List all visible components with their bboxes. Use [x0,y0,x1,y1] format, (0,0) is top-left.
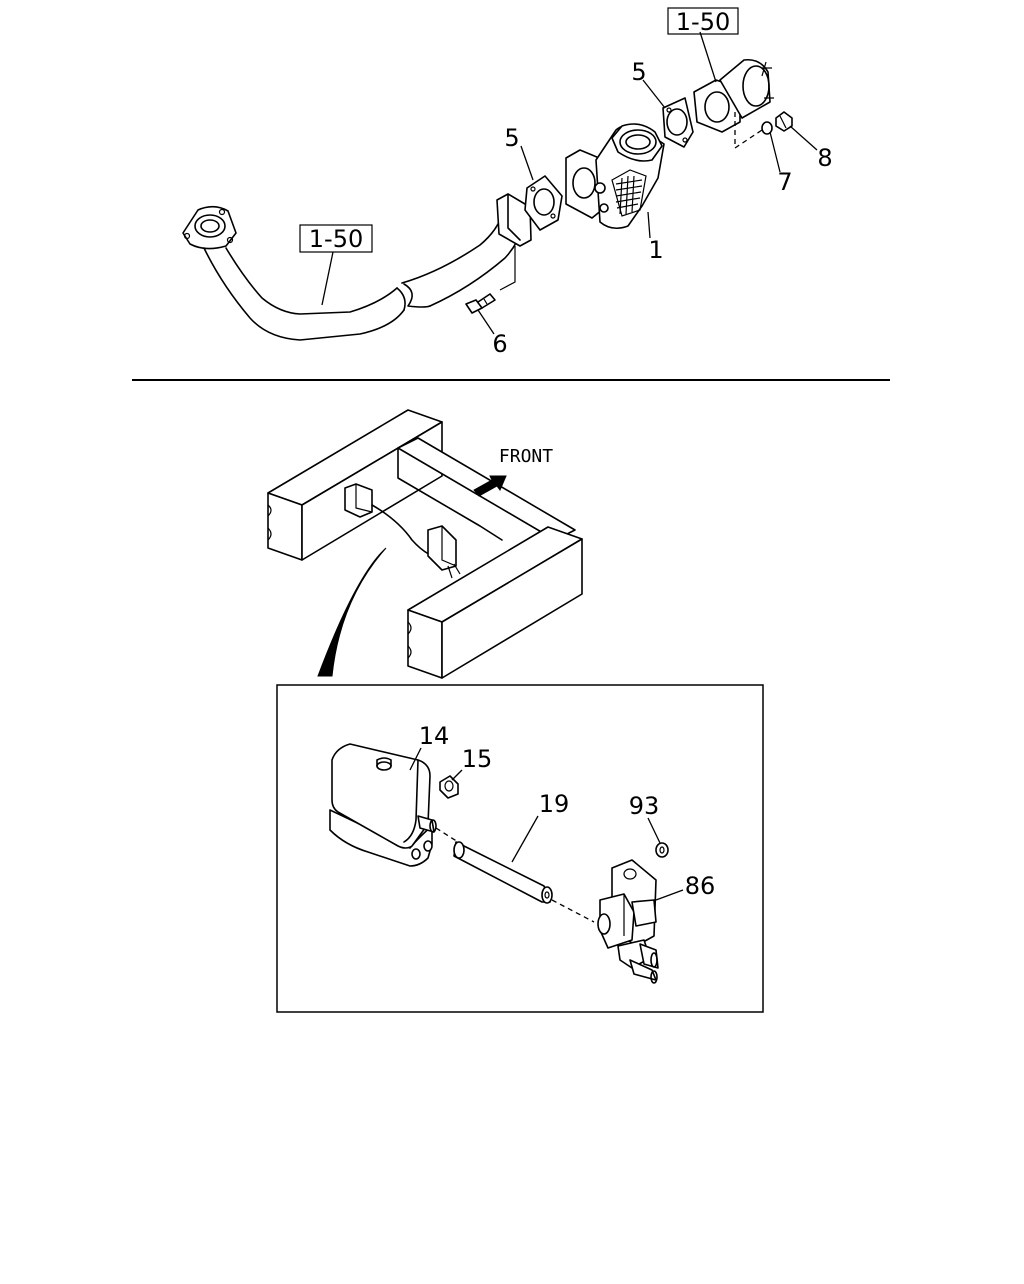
leader-part-86 [655,889,684,901]
chassis-view: FRONT [267,409,583,679]
ref-pipe-box [299,224,373,253]
ref-pipe-label: 1-50 [309,225,363,253]
ref-top-label: 1-50 [676,8,730,36]
nut [775,111,793,132]
callout-part-5-left: 5 [504,124,519,152]
callout-part-19: 19 [539,790,570,818]
vacuum-tank [329,743,437,867]
bolt [465,293,496,314]
leader-part-19 [511,815,539,863]
callout-part-14: 14 [419,722,450,750]
leader-part-14 [409,747,422,771]
leader-part-5-left [520,145,534,181]
callout-part-6: 6 [492,330,507,358]
detail-frame [276,684,764,1013]
front-arrow-icon [473,475,507,497]
washer [761,121,773,135]
leader-part-15 [451,769,463,781]
leader-part-1 [647,211,651,239]
solenoid-valve-location [427,525,461,579]
washer-93 [655,842,669,858]
callout-part-1: 1 [648,236,663,264]
exhaust-brake-valve [565,123,665,230]
front-label: FRONT [499,446,553,467]
vacuum-tank-location [344,483,373,518]
callout-part-8: 8 [817,144,832,172]
exhaust-pipe [182,193,532,341]
ref-top-box [667,7,739,35]
leader-ref-top [699,31,717,83]
vacuum-hose [435,827,595,923]
leader-part-93 [647,817,661,844]
exhaust-connector [693,58,793,150]
callout-part-15: 15 [462,745,493,773]
exhaust-assembly: 1-50 1-50 1 5 5 6 7 8 [182,7,833,358]
leader-part-6 [477,309,495,335]
nut-15 [439,775,459,799]
leader-ref-pipe [321,251,334,306]
solenoid-valve [597,859,659,984]
callout-part-86: 86 [685,872,716,900]
gasket-left [524,175,563,231]
leader-part-5-right [642,79,666,109]
callout-part-7: 7 [777,168,792,196]
detail-pointer [317,547,387,677]
leader-part-8 [789,125,818,151]
callout-part-5-right: 5 [631,58,646,86]
gasket-right [662,97,694,148]
valve-grille [615,175,643,215]
detail-box: 14 15 19 93 86 [276,684,764,1013]
leader-part-7 [769,131,781,173]
callout-part-93: 93 [629,792,660,820]
